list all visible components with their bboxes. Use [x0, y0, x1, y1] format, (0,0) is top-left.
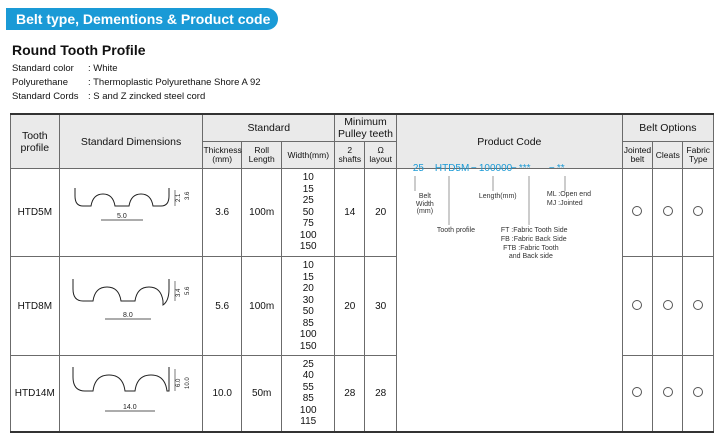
spec-label: Standard Cords	[12, 91, 79, 102]
dimension-label: 5.6	[185, 285, 191, 294]
cleats-option	[652, 256, 684, 356]
dimension-label: 8.0	[123, 312, 133, 319]
fabric-option	[682, 355, 714, 432]
header-standard: Standard	[202, 113, 336, 142]
tooth-profile-cell: HTD8M	[10, 256, 60, 356]
roll-length-cell: 100m	[240, 256, 283, 356]
code-dash: −	[548, 163, 555, 174]
ft-note: FT :Fabric Tooth Side	[500, 227, 568, 234]
fb-note: FB :Fabric Back Side	[500, 236, 567, 243]
shafts-cell: 28	[334, 355, 366, 432]
dimension-drawing-htd8m: 8.0 3.4 5.6	[58, 256, 204, 356]
dimension-label: 10.0	[185, 376, 191, 388]
header-thickness: Thickness (mm)	[202, 141, 242, 169]
dimension-drawing-htd14m: 14.0 6.0 10.0	[58, 355, 204, 432]
header-omega-layout: Ω layout	[364, 141, 397, 169]
spec-value: : Thermoplastic Polyurethane Shore A 92	[88, 77, 261, 88]
header-2-shafts: 2 shafts	[334, 141, 366, 169]
tooth-profile-cell: HTD5M	[10, 168, 60, 257]
roll-length-cell: 100m	[240, 168, 283, 257]
spec-polyurethane: Polyurethane : Thermoplastic Polyurethane…	[12, 77, 261, 88]
code-dash: −	[510, 163, 517, 174]
fabric-option	[682, 256, 714, 356]
cleats-option	[652, 355, 684, 432]
header-fabric-type: Fabric Type	[682, 141, 714, 169]
header-standard-dimensions: Standard Dimensions	[58, 113, 204, 169]
dimension-label: 14.0	[123, 404, 137, 411]
spec-value: : White	[88, 63, 118, 74]
jointed-option	[621, 168, 654, 257]
dimension-label: 2.1	[176, 193, 182, 202]
code-leader-lines	[414, 176, 566, 225]
spec-value: : S and Z zincked steel cord	[88, 91, 206, 102]
spec-cords: Standard Cords : S and Z zincked steel co…	[12, 91, 205, 102]
dimension-drawing-htd5m: 5.0 2.1 3.6	[58, 168, 204, 257]
dimension-label: 6.0	[176, 378, 182, 387]
roll-length-cell: 50m	[240, 355, 283, 432]
thickness-cell: 5.6	[202, 256, 242, 356]
jointed-option	[621, 355, 654, 432]
header-jointed-belt: Jointed belt	[621, 141, 654, 169]
code-dash: −	[470, 163, 477, 174]
tooth-profile-cell: HTD14M	[10, 355, 60, 432]
header-width: Width(mm)	[281, 141, 336, 169]
jointed-option	[621, 256, 654, 356]
header-min-pulley: Minimum Pulley teeth	[334, 113, 397, 142]
dimension-label: 3.6	[185, 191, 191, 200]
shafts-cell: 20	[334, 256, 366, 356]
omega-cell: 28	[364, 355, 397, 432]
belt-width-note: Belt Width (mm)	[415, 193, 434, 215]
thickness-cell: 3.6	[202, 168, 242, 257]
code-part-width: 25	[412, 163, 424, 174]
cleats-option	[652, 168, 684, 257]
code-part-suffix: **	[556, 163, 565, 174]
shafts-cell: 14	[334, 168, 366, 257]
spec-color: Standard color : White	[12, 63, 118, 74]
length-note: Length(mm)	[478, 193, 517, 200]
section-banner: Belt type, Dementions & Product code	[6, 8, 278, 30]
omega-cell: 20	[364, 168, 397, 257]
omega-cell: 30	[364, 256, 397, 356]
mj-note: MJ :Jointed	[546, 200, 583, 207]
ml-note: ML :Open end	[546, 191, 591, 198]
code-part-profile: HTD5M	[434, 163, 470, 174]
header-product-code: Product Code	[395, 113, 623, 169]
header-cleats: Cleats	[652, 141, 684, 169]
product-code-cell: 25 HTD5M − 100000 − *** − ** Belt	[395, 163, 623, 432]
fabric-option	[682, 168, 714, 257]
spec-label: Standard color	[12, 63, 74, 74]
dimension-label: 3.4	[176, 287, 182, 296]
page-title: Round Tooth Profile	[12, 42, 146, 58]
code-part-options: ***	[518, 163, 531, 174]
dimension-label: 5.0	[117, 213, 127, 220]
spec-table: Tooth profile Standard Dimensions Standa…	[10, 113, 715, 433]
thickness-cell: 10.0	[202, 355, 242, 432]
header-tooth-profile: Tooth profile	[10, 113, 60, 169]
header-belt-options: Belt Options	[621, 113, 715, 142]
product-code-diagram: 25 HTD5M − 100000 − *** − ** Belt	[397, 163, 617, 423]
header-roll-length: Roll Length	[240, 141, 283, 169]
ftb-note: FTB :Fabric Tooth and Back side	[503, 245, 559, 260]
code-part-length: 100000	[478, 163, 513, 174]
tooth-profile-note: Tooth profile	[436, 227, 476, 234]
spec-label: Polyurethane	[12, 77, 68, 88]
